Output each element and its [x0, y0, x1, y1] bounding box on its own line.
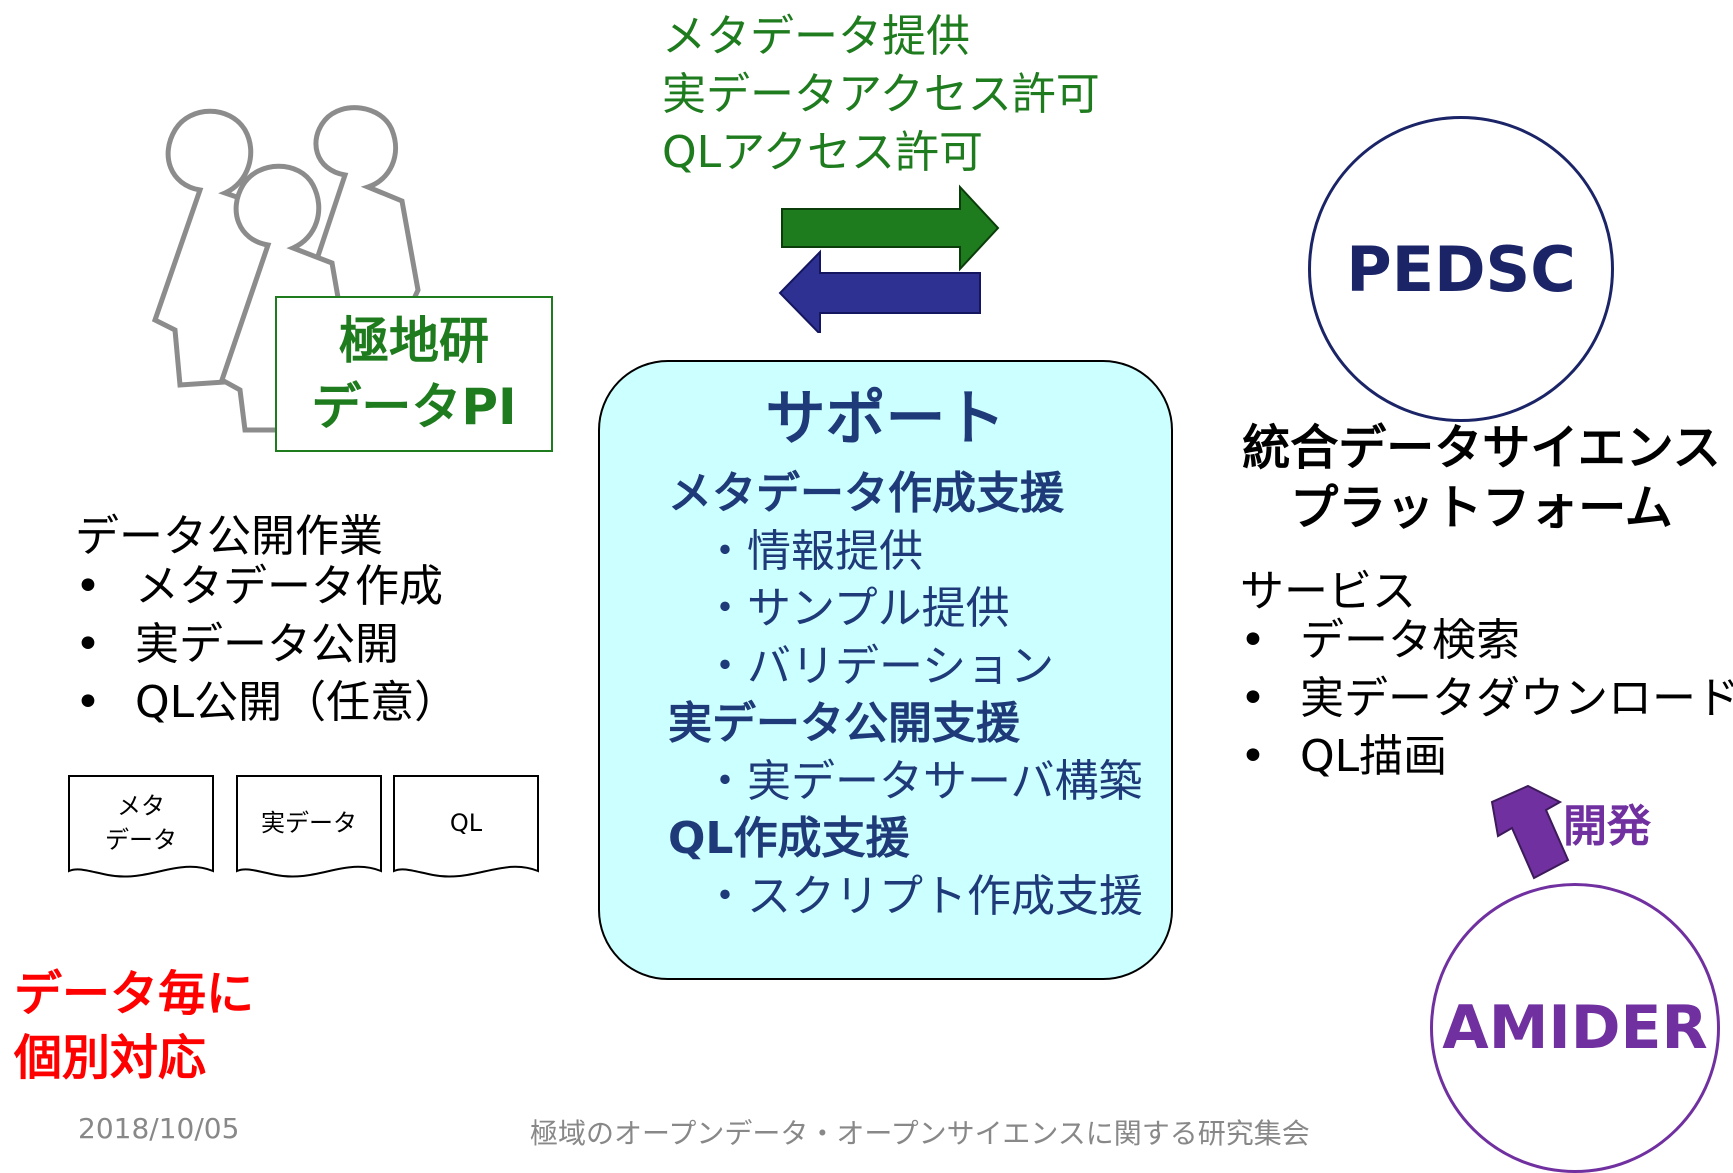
- list-item-text: QL公開（任意）: [135, 677, 459, 728]
- document-label-line-2: データ: [105, 826, 177, 854]
- purple-up-arrow-icon: [1490, 784, 1570, 880]
- list-item: • QL描画: [1240, 728, 1733, 786]
- list-item: • 実データダウンロード: [1240, 670, 1733, 728]
- development-label: 開発: [1563, 801, 1651, 852]
- bullet-icon: •: [75, 677, 101, 728]
- bullet-icon: •: [75, 561, 101, 612]
- support-item: ・バリデーション: [703, 640, 1055, 692]
- support-box: [598, 360, 1173, 980]
- pedsc-label: PEDSC: [1346, 232, 1576, 306]
- document-icon: [393, 775, 539, 878]
- platform-title-line-1: 統合データサイエンス: [1242, 420, 1721, 476]
- bullet-icon: •: [1240, 673, 1266, 724]
- footer-title: 極域のオープンデータ・オープンサイエンスに関する研究集会: [530, 1117, 1310, 1150]
- document-label-line-1: メタ: [117, 792, 165, 820]
- platform-title: 統合データサイエンス プラットフォーム: [1230, 418, 1733, 538]
- document-real-data: 実データ: [236, 775, 382, 887]
- red-note-line-2: 個別対応: [14, 1030, 207, 1086]
- list-item: • 実データ公開: [75, 616, 458, 674]
- provision-label-2: 実データアクセス許可: [662, 69, 1100, 120]
- data-publish-list: • メタデータ作成 • 実データ公開 • QL公開（任意）: [75, 558, 458, 732]
- support-item: メタデータ作成支援: [668, 468, 1064, 519]
- support-item: ・実データサーバ構築: [703, 755, 1143, 807]
- provision-label-1: メタデータ提供: [662, 11, 970, 62]
- red-note-line-1: データ毎に: [14, 966, 255, 1022]
- document-icon: [68, 775, 214, 878]
- document-label: QL: [449, 809, 483, 837]
- pi-box-line-2: データPI: [311, 378, 517, 436]
- support-item: ・サンプル提供: [703, 583, 1010, 634]
- bullet-icon: •: [1240, 731, 1266, 782]
- footer-date: 2018/10/05: [78, 1112, 240, 1145]
- list-item-text: 実データダウンロード: [1300, 673, 1733, 724]
- support-list: メタデータ作成支援 ・情報提供 ・サンプル提供 ・バリデーション 実データ公開支…: [668, 465, 1143, 925]
- document-label: 実データ: [261, 809, 357, 837]
- platform-title-line-2: プラットフォーム: [1290, 480, 1673, 536]
- provision-labels: メタデータ提供 実データアクセス許可 QLアクセス許可: [662, 8, 1100, 182]
- list-item: • メタデータ作成: [75, 558, 458, 616]
- pi-box-line-1: 極地研: [339, 312, 489, 370]
- amider-label: AMIDER: [1442, 993, 1708, 1063]
- green-right-arrow-icon: [781, 184, 1000, 272]
- pedsc-circle: PEDSC: [1308, 116, 1614, 422]
- support-item: QL作成支援: [668, 813, 910, 864]
- list-item: • データ検索: [1240, 612, 1733, 670]
- bullet-icon: •: [1240, 615, 1266, 666]
- bullet-icon: •: [75, 619, 101, 670]
- exchange-arrows: [778, 184, 1000, 333]
- provision-label-3: QLアクセス許可: [662, 127, 983, 178]
- support-item: ・スクリプト作成支援: [703, 870, 1143, 922]
- blue-left-arrow-icon: [778, 249, 981, 333]
- list-item: • QL公開（任意）: [75, 674, 458, 732]
- document-icon: [236, 775, 382, 878]
- list-item-text: QL描画: [1300, 731, 1448, 782]
- list-item-text: 実データ公開: [135, 619, 399, 670]
- list-item-text: メタデータ作成: [135, 561, 443, 612]
- data-publish-title: データ公開作業: [75, 511, 383, 562]
- document-metadata: メタ データ: [68, 775, 214, 887]
- services-title: サービス: [1240, 566, 1416, 617]
- support-item: ・情報提供: [703, 525, 923, 577]
- document-ql: QL: [393, 775, 539, 887]
- support-title: サポート: [765, 384, 1006, 454]
- pi-box: 極地研 データPI: [275, 296, 553, 452]
- list-item-text: データ検索: [1300, 615, 1520, 666]
- amider-circle: AMIDER: [1430, 883, 1720, 1173]
- services-list: • データ検索 • 実データダウンロード • QL描画: [1240, 612, 1733, 786]
- individual-handling-note: データ毎に 個別対応: [14, 962, 254, 1090]
- support-item: 実データ公開支援: [668, 698, 1020, 749]
